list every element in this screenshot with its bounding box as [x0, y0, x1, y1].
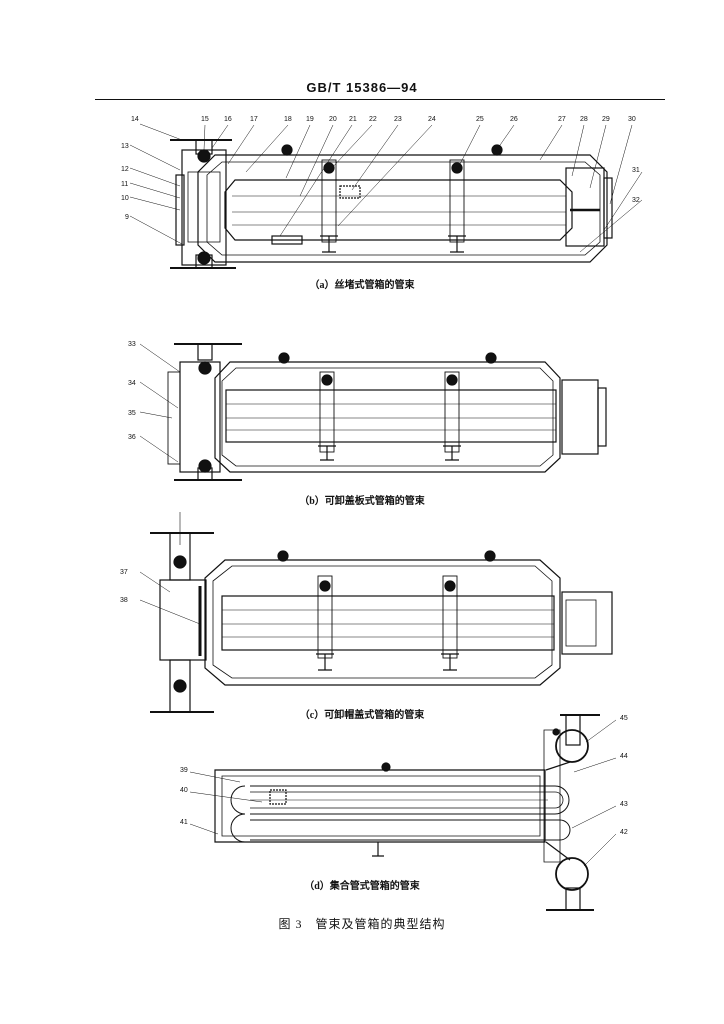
callout-38: 38 — [120, 597, 128, 604]
callout-22: 22 — [369, 116, 377, 123]
callout-13: 13 — [121, 143, 129, 150]
callout-15: 15 — [201, 116, 209, 123]
panel-a-caption: （a）丝堵式管箱的管束 — [309, 280, 415, 291]
callout-35: 35 — [128, 410, 136, 417]
callout-37: 37 — [120, 569, 128, 576]
callout-16: 16 — [224, 116, 232, 123]
callout-20: 20 — [329, 116, 337, 123]
header-rule — [95, 99, 665, 100]
callout-39: 39 — [180, 767, 188, 774]
figure-caption: 图 3 管束及管箱的典型结构 — [278, 917, 446, 931]
panel-b-caption: （b）可卸盖板式管箱的管束 — [299, 496, 425, 507]
callout-41: 41 — [180, 819, 188, 826]
callout-11: 11 — [121, 181, 128, 188]
panel-b-drawing — [139, 343, 607, 481]
callout-31: 31 — [632, 167, 640, 174]
panel-d-caption: （d）集合管式管箱的管束 — [304, 881, 420, 892]
callout-30: 30 — [628, 116, 636, 123]
callout-24: 24 — [428, 116, 436, 123]
panel-d-drawing — [189, 714, 617, 911]
panel-c-caption: （c）可卸帽盖式管箱的管束 — [299, 710, 425, 721]
standard-header: GB/T 15386—94 — [306, 80, 418, 95]
callout-19: 19 — [306, 116, 314, 123]
callout-17: 17 — [250, 116, 258, 123]
callout-44: 44 — [620, 753, 628, 760]
callout-26: 26 — [510, 116, 518, 123]
callout-36: 36 — [128, 434, 136, 441]
callout-34: 34 — [128, 380, 136, 387]
callout-25: 25 — [476, 116, 484, 123]
callout-12: 12 — [121, 166, 129, 173]
callout-43: 43 — [620, 801, 628, 808]
callout-40: 40 — [180, 787, 188, 794]
callout-23: 23 — [394, 116, 402, 123]
callout-21: 21 — [349, 116, 357, 123]
callout-10: 10 — [121, 195, 129, 202]
callout-14: 14 — [131, 116, 139, 123]
panel-a-drawing — [129, 123, 643, 269]
callout-29: 29 — [602, 116, 610, 123]
callout-32: 32 — [632, 197, 640, 204]
callout-45: 45 — [620, 715, 628, 722]
callout-33: 33 — [128, 341, 136, 348]
callout-18: 18 — [284, 116, 292, 123]
callout-27: 27 — [558, 116, 566, 123]
callout-9: 9 — [125, 214, 129, 221]
panel-c-drawing — [139, 512, 613, 713]
callout-28: 28 — [580, 116, 588, 123]
callout-42: 42 — [620, 829, 628, 836]
